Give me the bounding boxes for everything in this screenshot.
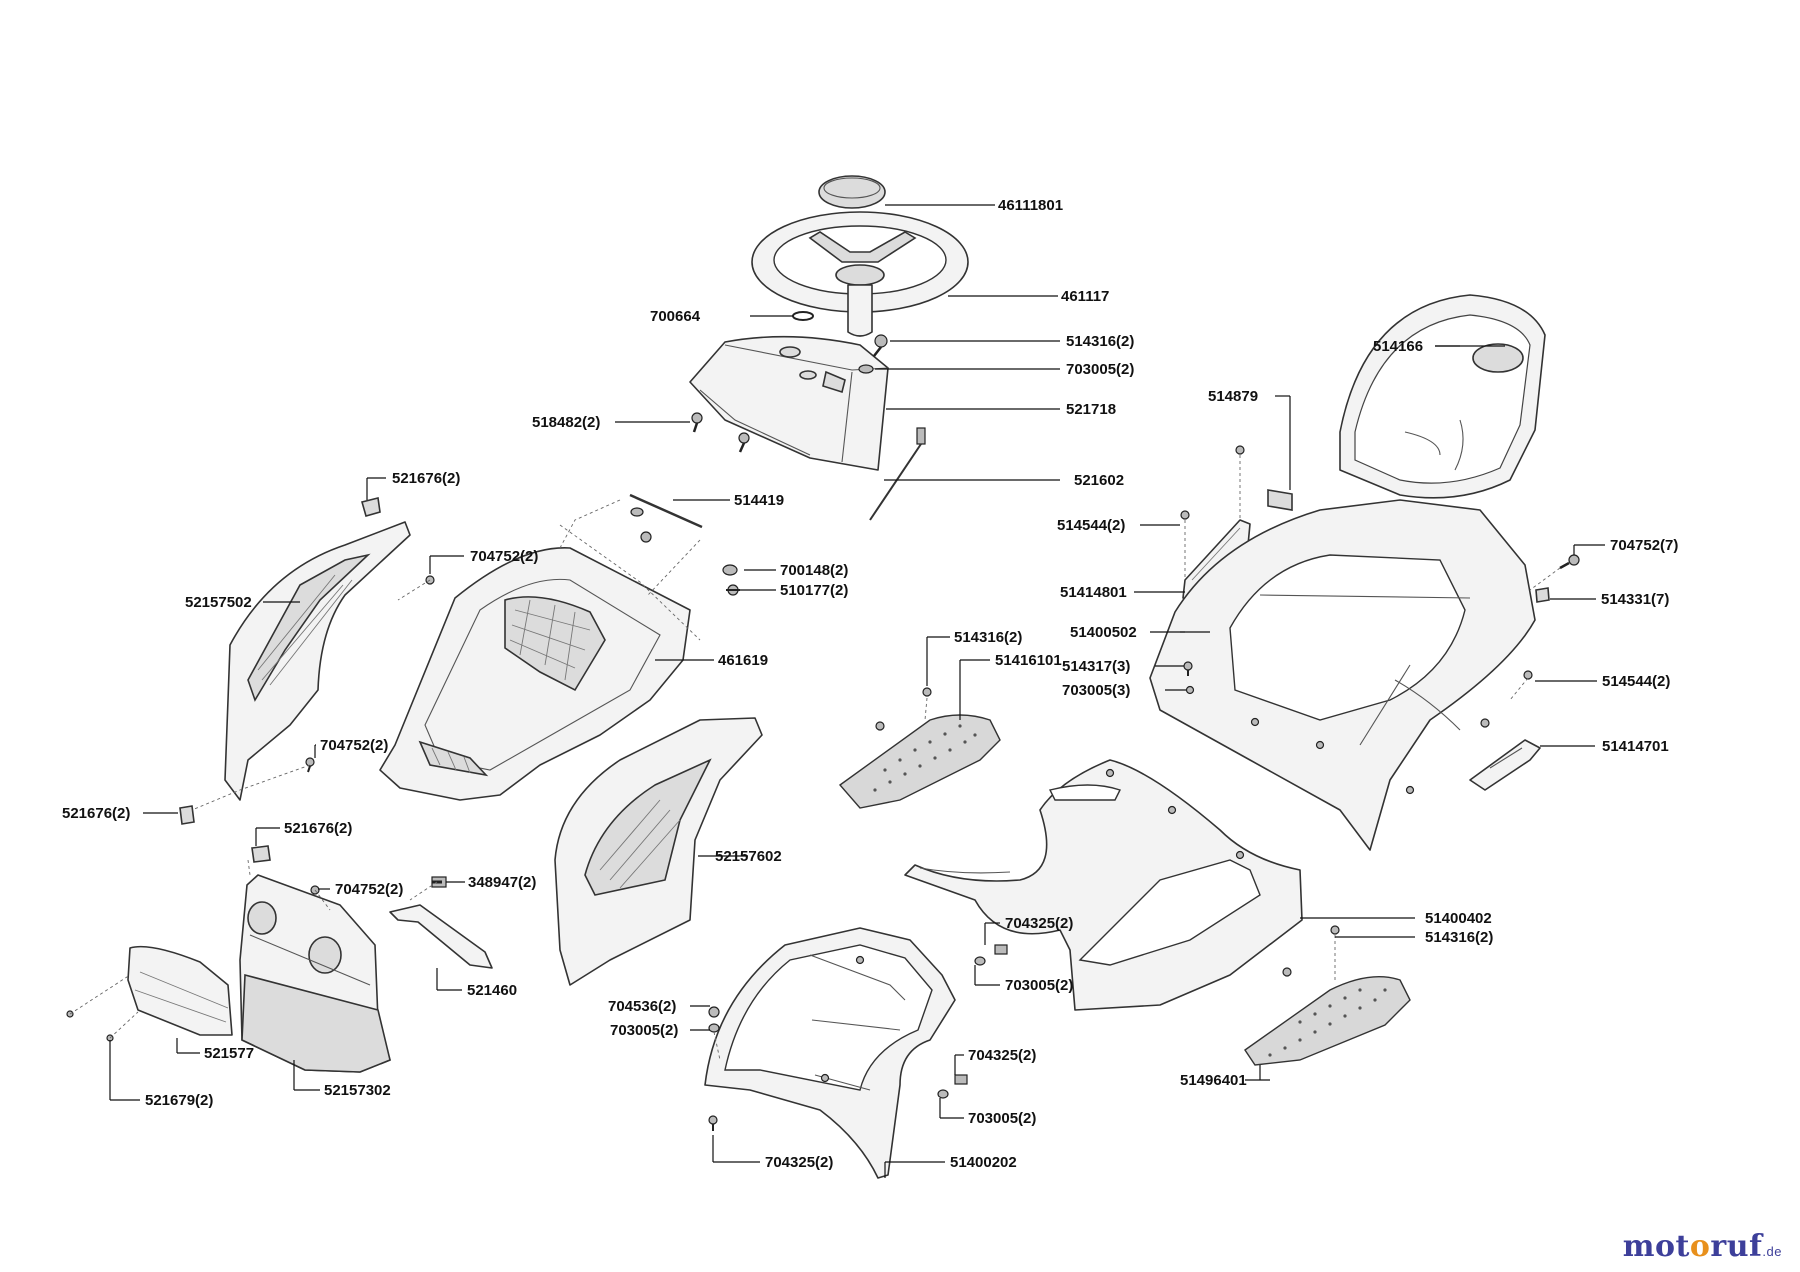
screw-704325-b — [937, 1074, 968, 1099]
label-521718: 521718 — [1066, 401, 1116, 418]
ring-700664 — [792, 311, 814, 321]
label-461117: 461117 — [1061, 288, 1109, 305]
label-700148: 700148(2) — [780, 562, 848, 579]
floor-51400402 — [904, 759, 1303, 1011]
washer-hood — [630, 507, 740, 596]
label-510177: 510177(2) — [780, 582, 848, 599]
washer-703005-top — [858, 364, 874, 374]
label-521602: 521602 — [1074, 472, 1124, 489]
label-51400202: 51400202 — [950, 1154, 1017, 1171]
bracket-51414701 — [1469, 739, 1541, 791]
logo-part1: mot — [1622, 1229, 1690, 1264]
label-51414801: 51414801 — [1060, 584, 1127, 601]
logo-part3: ruf — [1710, 1229, 1763, 1264]
clip-514331 — [1535, 587, 1550, 603]
motoruf-logo[interactable]: motoruf.de — [1623, 1229, 1782, 1264]
label-704325-c: 704325(2) — [765, 1154, 833, 1171]
label-518482: 518482(2) — [532, 414, 600, 431]
label-348947: 348947(2) — [468, 874, 536, 891]
label-703005-d: 703005(2) — [610, 1022, 678, 1039]
strip-514419 — [629, 493, 703, 529]
label-51416101: 51416101 — [995, 652, 1062, 669]
leader-lines — [109, 204, 1605, 1178]
dashboard-panel — [689, 335, 889, 471]
assembly-lines — [69, 455, 1561, 1061]
screw-514544-b — [1480, 670, 1533, 728]
label-514544-a: 514544(2) — [1057, 517, 1125, 534]
screw-514316-b — [875, 687, 932, 731]
label-703005-e: 703005(2) — [968, 1110, 1036, 1127]
label-704752-b: 704752(2) — [320, 737, 388, 754]
clip-521676-a — [361, 497, 381, 517]
right-fender-52157602 — [554, 717, 763, 986]
label-521577: 521577 — [204, 1045, 254, 1062]
label-514316-a: 514316(2) — [1066, 333, 1134, 350]
headlight-521577 — [127, 945, 233, 1036]
screw-704325-c — [708, 1115, 718, 1131]
seat-514166 — [1339, 294, 1546, 499]
switch-514879 — [1267, 489, 1293, 511]
bolt-348947 — [431, 876, 447, 888]
label-703005-c: 703005(2) — [1005, 977, 1073, 994]
label-52157302: 52157302 — [324, 1082, 391, 1099]
label-514316-b: 514316(2) — [954, 629, 1022, 646]
label-700664: 700664 — [650, 308, 701, 325]
logo-tld: .de — [1762, 1244, 1782, 1259]
steering-cap — [818, 175, 886, 209]
label-52157502: 52157502 — [185, 594, 252, 611]
left-fender-52157502 — [224, 521, 411, 801]
screw-704536 — [708, 1006, 720, 1033]
label-704325-a: 704325(2) — [1005, 915, 1073, 932]
label-514419: 514419 — [734, 492, 784, 509]
screw-704752-b — [305, 757, 315, 773]
label-514331: 514331(7) — [1601, 591, 1669, 608]
label-704752-c: 704752(2) — [335, 881, 403, 898]
label-51414701: 51414701 — [1602, 738, 1669, 755]
label-521676-a: 521676(2) — [392, 470, 460, 487]
dipstick — [869, 427, 926, 521]
label-461619: 461619 — [718, 652, 768, 669]
label-46111801: 46111801 — [998, 197, 1063, 214]
screw-704325-a — [974, 944, 1008, 966]
label-52157602: 52157602 — [715, 848, 782, 865]
bracket-521460 — [389, 904, 493, 969]
label-704536: 704536(2) — [608, 998, 676, 1015]
logo-part2: o — [1689, 1229, 1711, 1264]
label-521460: 521460 — [467, 982, 517, 999]
label-704752-d: 704752(7) — [1610, 537, 1678, 554]
screw-518482 — [691, 412, 750, 453]
front-grille-52157302 — [239, 874, 391, 1073]
label-51400402: 51400402 — [1425, 910, 1492, 927]
front-frame-51400202 — [704, 927, 956, 1179]
label-514317: 514317(3) — [1062, 658, 1130, 675]
label-704752-a: 704752(2) — [470, 548, 538, 565]
clip-521676-c — [251, 845, 271, 863]
screw-514316-c — [1282, 925, 1340, 977]
label-514544-b: 514544(2) — [1602, 673, 1670, 690]
hood-461619 — [379, 547, 691, 801]
rear-body-51400502 — [1149, 499, 1536, 851]
clip-521676-b — [179, 805, 195, 825]
screw-514544-a — [1180, 445, 1245, 520]
label-521679: 521679(2) — [145, 1092, 213, 1109]
label-51400502: 51400502 — [1070, 624, 1137, 641]
label-51496401: 51496401 — [1180, 1072, 1247, 1089]
part-labels: 46111801 461117 700664 514316(2) 703005(… — [62, 197, 1678, 1171]
label-514316-c: 514316(2) — [1425, 929, 1493, 946]
label-703005-b: 703005(3) — [1062, 682, 1130, 699]
footmat-51416101 — [838, 714, 1001, 809]
label-704325-b: 704325(2) — [968, 1047, 1036, 1064]
label-521676-b: 521676(2) — [62, 805, 130, 822]
label-703005-a: 703005(2) — [1066, 361, 1134, 378]
screw-514316-top — [873, 334, 888, 357]
screw-704752-d — [1559, 554, 1580, 570]
label-521676-c: 521676(2) — [284, 820, 352, 837]
label-514166: 514166 — [1373, 338, 1423, 355]
label-514879: 514879 — [1208, 388, 1258, 405]
footmat-51496401 — [1244, 975, 1411, 1066]
screw-521679 — [66, 1010, 114, 1042]
steering-wheel — [751, 211, 969, 337]
